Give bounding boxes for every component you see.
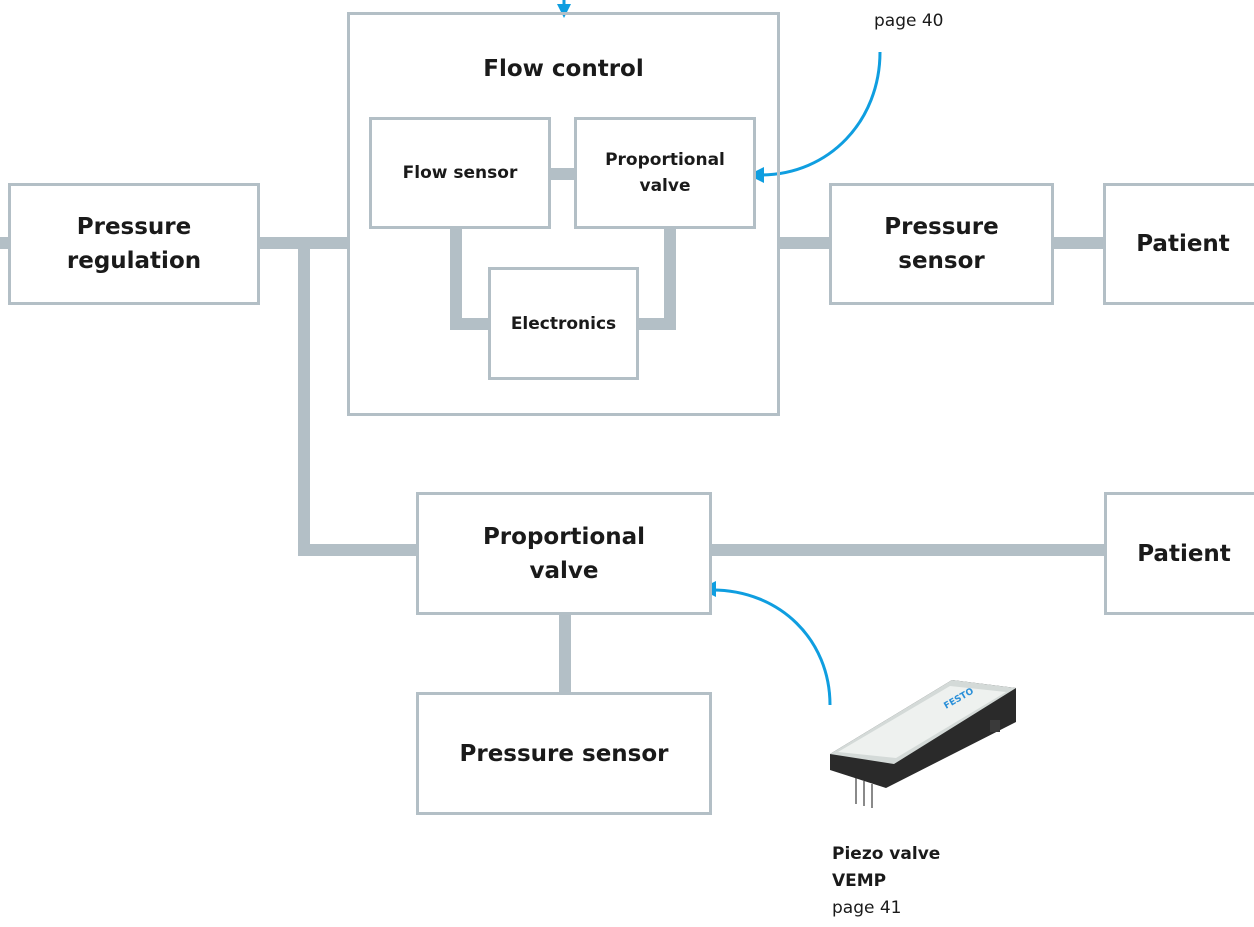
piezo-valve-image: FESTO — [830, 680, 1016, 808]
piezo-valve-title: Piezo valve — [832, 844, 941, 864]
arrow-down-icon — [557, 4, 571, 18]
pressure-sensor-top-label: Pressure sensor — [884, 214, 999, 274]
proportional-valve-inner-label: Proportional valve — [605, 150, 725, 196]
piezo-valve-caption: Piezo valve VEMP page 41 — [832, 841, 940, 922]
pressure-sensor-bottom-label: Pressure sensor — [459, 740, 669, 767]
curved-arrow-icon — [711, 588, 832, 706]
patient-lower-label: Patient — [1137, 540, 1231, 567]
pressure-regulation-label: Pressure regulation — [66, 214, 202, 274]
electronics-block: Electronics — [488, 267, 639, 380]
electronics-label: Electronics — [510, 313, 617, 334]
pressure-regulation-block: Pressure regulation — [8, 183, 260, 305]
connector-regulation-lower-valve — [298, 243, 418, 556]
patient-top-block: Patient — [1103, 183, 1254, 305]
proportional-valve-lower-label: Proportional valve — [482, 523, 646, 584]
patient-lower-block: Patient — [1104, 492, 1254, 615]
flow-sensor-block: Flow sensor — [369, 117, 551, 229]
page-reference-top: page 40 — [874, 11, 944, 31]
curved-arrow-icon — [759, 51, 882, 177]
flow-control-title: Flow control — [483, 56, 644, 82]
page-reference-bottom: page 41 — [832, 898, 902, 918]
connector-valve-electronics — [637, 228, 676, 330]
arrowhead-icon — [748, 167, 764, 183]
patient-top-label: Patient — [1136, 231, 1230, 257]
flow-control-group — [347, 12, 780, 416]
pressure-sensor-top-block: Pressure sensor — [829, 183, 1054, 305]
piezo-valve-model: VEMP — [832, 871, 887, 891]
proportional-valve-inner-block: Proportional valve — [574, 117, 756, 229]
flow-sensor-label: Flow sensor — [402, 163, 518, 183]
pressure-sensor-bottom-block: Pressure sensor — [416, 692, 712, 815]
connector-flowsensor-electronics — [450, 228, 490, 330]
proportional-valve-lower-block: Proportional valve — [416, 492, 712, 615]
